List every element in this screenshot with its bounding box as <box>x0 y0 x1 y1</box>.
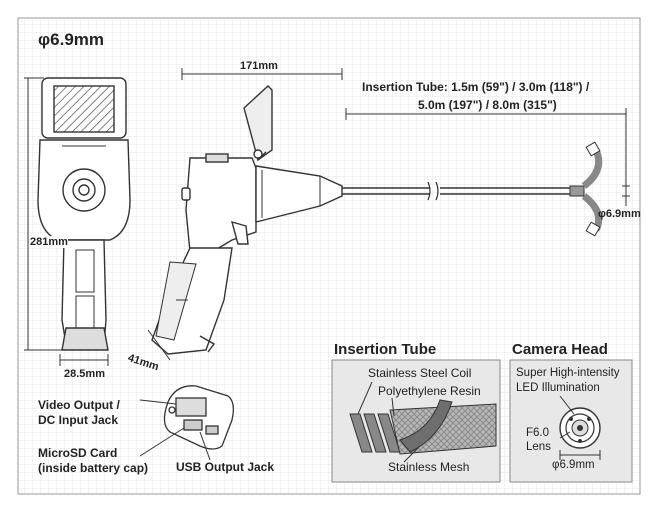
tube-length-line1: Insertion Tube: 1.5m (59") / 3.0m (118")… <box>362 80 590 94</box>
led-illumination-label: Super High-intensity LED Illumination <box>516 366 620 396</box>
dim-width-body: 171mm <box>240 60 278 72</box>
lens-line1: F6.0 <box>526 427 550 439</box>
insertion-tube <box>342 108 630 237</box>
tube-length-line2: 5.0m (197") / 8.0m (315") <box>418 98 557 112</box>
side-view-device <box>151 85 343 355</box>
video-output-label: Video Output / DC Input Jack <box>38 398 120 428</box>
dim-width-front: 28.5mm <box>64 368 105 380</box>
camera-head-panel <box>509 359 633 483</box>
video-output-line1: Video Output / <box>38 398 120 412</box>
ports-detail <box>139 385 234 461</box>
insertion-tube-heading: Insertion Tube <box>334 341 437 358</box>
camera-head-heading: Camera Head <box>512 341 608 358</box>
stainless-steel-coil-label: Stainless Steel Coil <box>368 366 472 380</box>
side-dimension-lines <box>147 68 343 361</box>
polyethylene-resin-label: Polyethylene Resin <box>378 384 481 398</box>
front-view-device <box>37 77 131 351</box>
page-title: φ6.9mm <box>38 30 105 49</box>
video-output-line2: DC Input Jack <box>38 413 119 427</box>
microsd-line1: MicroSD Card <box>38 446 118 460</box>
stainless-mesh-label: Stainless Mesh <box>388 460 470 474</box>
led-line2: LED Illumination <box>516 382 600 394</box>
usb-output-label: USB Output Jack <box>176 460 275 474</box>
camera-head-diameter: φ6.9mm <box>552 459 595 471</box>
lens-line2: Lens <box>526 441 551 453</box>
dim-height: 281mm <box>30 236 68 248</box>
microsd-label: MicroSD Card (inside battery cap) <box>38 446 148 476</box>
insertion-tube-panel <box>331 359 501 483</box>
dim-tube-diameter: φ6.9mm <box>598 208 641 220</box>
front-dimension-lines <box>24 77 109 366</box>
microsd-line2: (inside battery cap) <box>38 461 149 475</box>
lens-label: F6.0 Lens <box>526 426 551 454</box>
led-line1: Super High-intensity <box>516 367 620 379</box>
